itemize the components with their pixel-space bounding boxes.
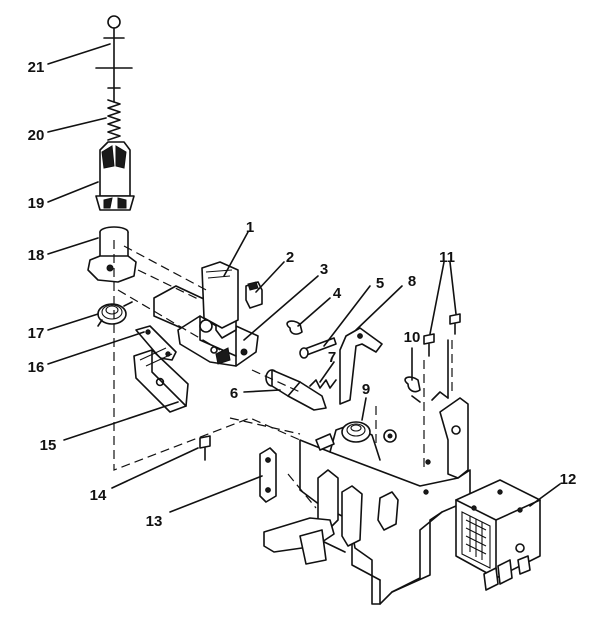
- callout-6: 6: [230, 385, 238, 402]
- part-6-shaft: [265, 369, 327, 411]
- callout-1: 1: [246, 219, 254, 236]
- part-1-plate: [201, 261, 239, 329]
- callout-4: 4: [333, 285, 342, 302]
- callout-14: 14: [90, 487, 107, 504]
- part-4-clip: [286, 320, 303, 335]
- part-19-plunger: [95, 141, 135, 211]
- part-11-screws: [423, 313, 461, 357]
- callout-3: 3: [320, 261, 328, 278]
- part-15-plate: [133, 347, 189, 413]
- part-13-link: [259, 447, 277, 503]
- callout-9: 9: [362, 381, 370, 398]
- alignment-lines: [113, 240, 453, 509]
- callout-13: 13: [146, 513, 163, 530]
- part-8-arm: [339, 327, 383, 405]
- callout-8: 8: [408, 273, 416, 290]
- callout-18: 18: [28, 247, 45, 264]
- callout-2: 2: [286, 249, 294, 266]
- part-12-solenoid: [455, 479, 541, 591]
- callout-12: 12: [560, 471, 577, 488]
- callout-11: 11: [439, 249, 455, 266]
- leader-lines: [47, 43, 561, 513]
- part-14-screw: [199, 435, 211, 461]
- callout-17: 17: [28, 325, 45, 342]
- part-10-clip: [404, 376, 421, 403]
- part-9-coil: [315, 421, 397, 451]
- main-bracket: [153, 285, 259, 367]
- part-20-spring: [107, 99, 121, 141]
- base-bracket: [263, 339, 471, 605]
- callout-16: 16: [28, 359, 45, 376]
- callout-15: 15: [40, 437, 57, 454]
- part-17-spring: [97, 301, 133, 327]
- callout-19: 19: [28, 195, 45, 212]
- callout-5: 5: [376, 275, 384, 292]
- callout-labels: 1 2 3 4 5 6 7 8 9 10 11 12 13 14 15 16 1…: [28, 59, 577, 530]
- callout-10: 10: [404, 329, 421, 346]
- part-21-rod: [95, 15, 133, 103]
- callout-21: 21: [28, 59, 45, 76]
- part-18-sleeve: [87, 226, 137, 283]
- callout-20: 20: [28, 127, 45, 144]
- part-2-block: [245, 281, 263, 309]
- part-7-spring: [309, 379, 337, 389]
- callout-7: 7: [328, 349, 336, 366]
